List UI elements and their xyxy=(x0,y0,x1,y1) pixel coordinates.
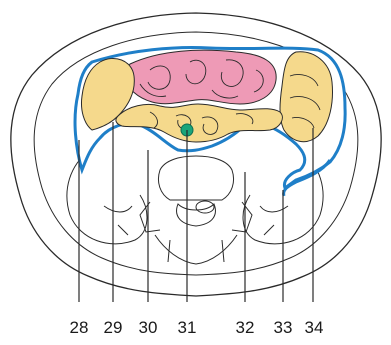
sigmoid-colon xyxy=(116,104,282,142)
label-34: 34 xyxy=(305,318,324,337)
label-30: 30 xyxy=(139,318,158,337)
label-28: 28 xyxy=(70,318,89,337)
small-bowel xyxy=(126,50,276,104)
label-33: 33 xyxy=(274,318,293,337)
label-29: 29 xyxy=(104,318,123,337)
label-31: 31 xyxy=(178,318,197,337)
bony-structures xyxy=(67,150,323,264)
label-32: 32 xyxy=(236,318,255,337)
